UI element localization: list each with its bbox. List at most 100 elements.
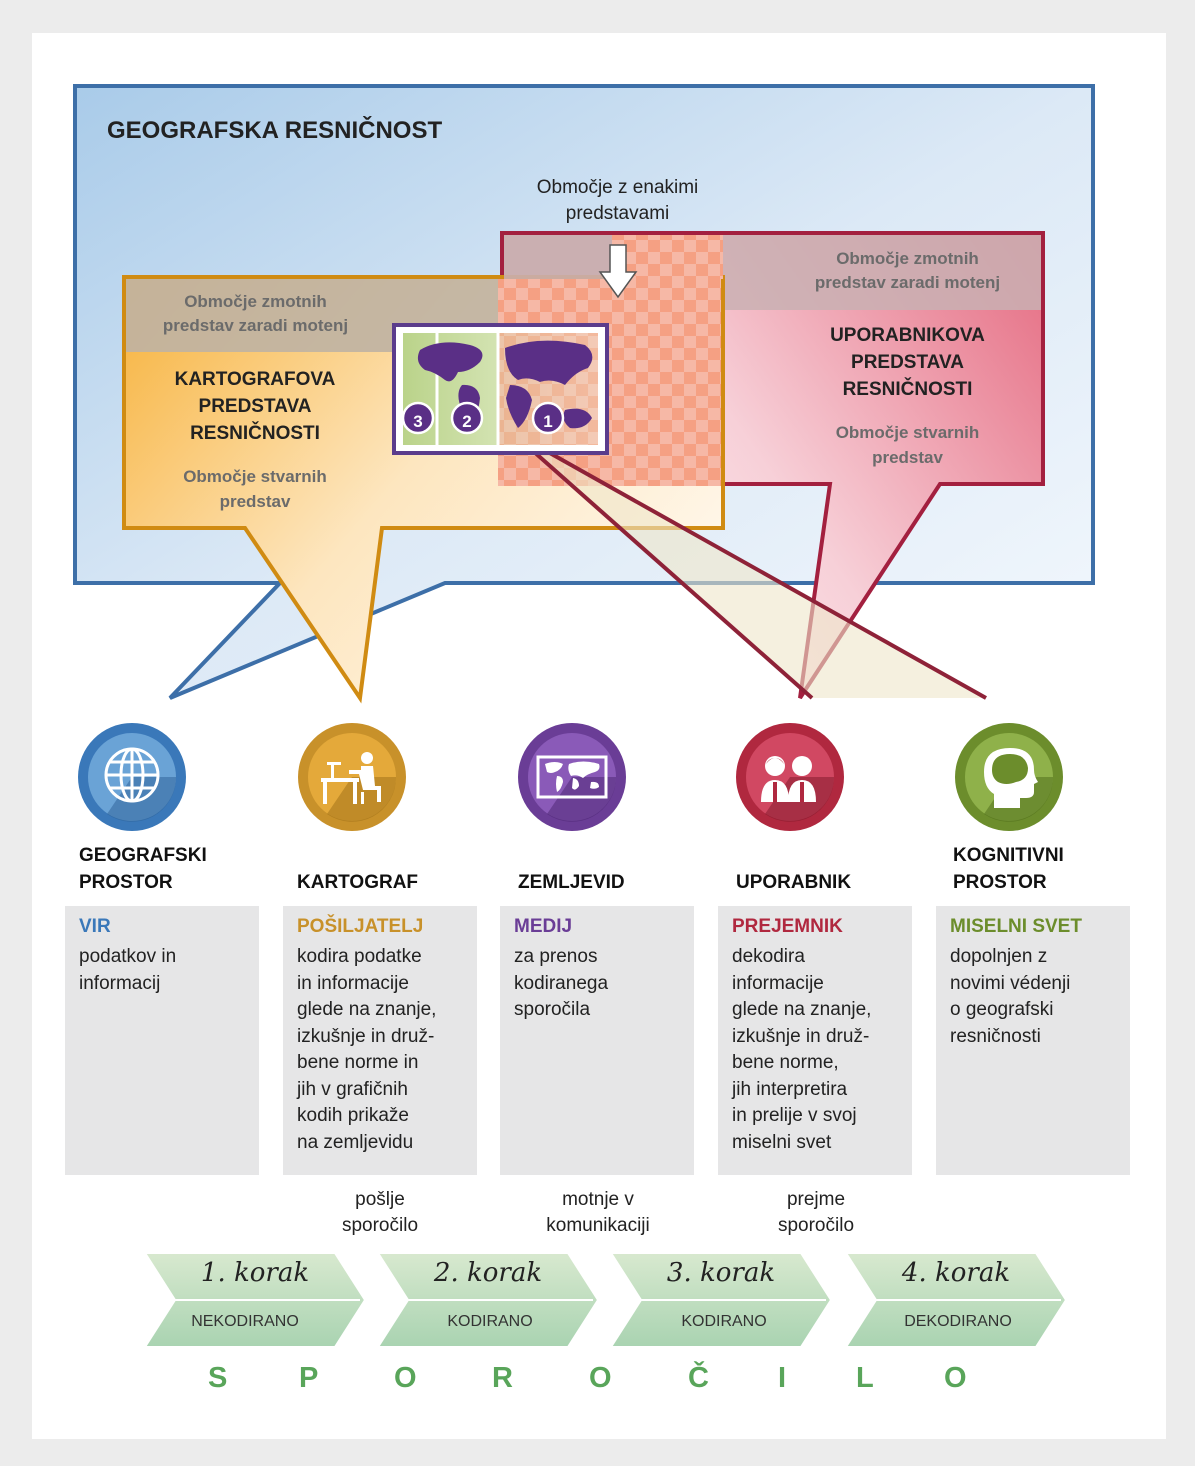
- step-2-label: 2. korak: [433, 1258, 543, 1288]
- blur-left-line-2: predstav zaradi motenj: [162, 316, 349, 335]
- rep-left-line-3: RESNIČNOSTI: [190, 423, 320, 444]
- message-letter: I: [778, 1362, 787, 1394]
- role-key-medium: MEDIJ: [514, 916, 573, 937]
- desc-line: bene norme in: [297, 1052, 419, 1073]
- desc-line: novimi védenji: [950, 972, 1071, 994]
- real-right-line-1: Območje stvarnih: [835, 423, 980, 442]
- role-desc-mental-world: dopolnjen z novimi védenji o geografski …: [950, 944, 1128, 1050]
- desc-line: kodih prikaže: [297, 1105, 409, 1126]
- desc-line: bene norme,: [732, 1052, 839, 1073]
- geographic-reality-title: GEOGRAFSKA RESNIČNOST: [107, 117, 443, 144]
- actor-heading-user: UPORABNIK: [736, 872, 852, 893]
- desc-line: informacij: [79, 972, 161, 994]
- actor-1-head-line-2: PROSTOR: [79, 872, 173, 893]
- desc-line: na zemljevidu: [297, 1131, 414, 1153]
- step-3-label: 3. korak: [666, 1258, 776, 1288]
- role-desc-receiver: dekodira informacije glede na znanje, iz…: [732, 944, 910, 1156]
- map-numbers: [401, 401, 565, 435]
- same-area-line-2: predstavami: [565, 203, 670, 224]
- role-desc-source: podatkov in informacij: [79, 944, 257, 997]
- desc-line: dopolnjen z: [950, 946, 1048, 967]
- desc-line: izkušnje in druž-: [297, 1025, 435, 1047]
- rep-left-line-1: KARTOGRAFOVA: [174, 369, 336, 390]
- desc-line: jih v grafičnih: [297, 1078, 408, 1100]
- desc-line: in prelije v svoj: [732, 1105, 857, 1126]
- world-continents: [417, 340, 593, 430]
- desc-line: o geografski: [950, 999, 1054, 1020]
- actor-heading-map: ZEMLJEVID: [518, 872, 625, 893]
- rep-right-line-1: UPORABNIKOVA: [830, 325, 985, 346]
- role-key-sender: POŠILJATELJ: [297, 916, 424, 937]
- user-representation-label: UPORABNIKOVA PREDSTAVA RESNIČNOSTI: [790, 322, 1025, 403]
- cartographer-representation-label: KARTOGRAFOVA PREDSTAVA RESNIČNOSTI: [140, 366, 370, 447]
- down-arrow-icon: [598, 244, 638, 299]
- map-number-1: 1: [543, 412, 552, 431]
- step-4-label: 4. korak: [901, 1258, 1011, 1288]
- note-line: pošlje: [355, 1189, 405, 1210]
- role-box-mental-world: MISELNI SVET dopolnjen z novimi védenji …: [936, 906, 1130, 1175]
- role-key-receiver: PREJEMNIK: [732, 916, 843, 937]
- step-1-label: 1. korak: [200, 1258, 310, 1288]
- note-sends-message: pošlje sporočilo: [300, 1187, 460, 1239]
- blur-right-line-1: Območje zmotnih: [836, 249, 979, 268]
- blur-right-line-2: predstav zaradi motenj: [814, 273, 1001, 292]
- actor-1-head-line-1: GEOGRAFSKI: [79, 845, 207, 866]
- message-letter: P: [299, 1362, 319, 1394]
- desc-line: resničnosti: [950, 1025, 1041, 1047]
- actor-5-head-line-2: PROSTOR: [953, 872, 1047, 893]
- same-area-line-1: Območje z enakimi: [536, 177, 699, 198]
- desc-line: kodira podatke: [297, 946, 422, 967]
- real-left-line-1: Območje stvarnih: [183, 467, 327, 486]
- message-letter: Č: [688, 1362, 709, 1394]
- user-real-label: Območje stvarnih predstav: [790, 420, 1025, 470]
- rep-right-line-3: RESNIČNOSTI: [842, 379, 973, 400]
- role-box-sender: POŠILJATELJ kodira podatke in informacij…: [283, 906, 477, 1175]
- note-line: sporočilo: [777, 1215, 855, 1236]
- step-4-state: DEKODIRANO: [904, 1313, 1012, 1330]
- role-box-medium: MEDIJ za prenos kodiranega sporočila: [500, 906, 694, 1175]
- message-letter: O: [394, 1362, 417, 1394]
- message-letter: L: [856, 1362, 874, 1394]
- note-line: sporočilo: [341, 1215, 419, 1236]
- cartographer-real-label: Območje stvarnih predstav: [140, 464, 370, 514]
- rep-right-line-2: PREDSTAVA: [851, 352, 964, 373]
- actor-heading-cartographer: KARTOGRAF: [297, 872, 419, 893]
- actor-heading-geographic-space: GEOGRAFSKI PROSTOR: [79, 842, 207, 896]
- role-desc-sender: kodira podatke in informacije glede na z…: [297, 944, 475, 1156]
- role-desc-medium: za prenos kodiranega sporočila: [514, 944, 692, 1024]
- map-number-2: 2: [462, 412, 471, 431]
- user-blur-label: Območje zmotnih predstav zaradi motenj: [780, 247, 1035, 295]
- world-map-icon: [518, 723, 626, 831]
- step-arrows: [143, 1252, 1068, 1348]
- cartographer-desk-icon: [298, 723, 406, 831]
- message-letter: R: [492, 1362, 513, 1394]
- step-2-state: KODIRANO: [447, 1313, 533, 1330]
- desc-line: dekodira: [732, 946, 805, 967]
- note-line: motnje v: [562, 1189, 634, 1210]
- desc-line: kodiranega: [514, 972, 609, 994]
- note-receives-message: prejme sporočilo: [736, 1187, 896, 1239]
- step-3-state: KODIRANO: [681, 1313, 767, 1330]
- role-key-mental-world: MISELNI SVET: [950, 916, 1082, 937]
- desc-line: izkušnje in druž-: [732, 1025, 870, 1047]
- desc-line: za prenos: [514, 946, 598, 967]
- desc-line: jih interpretira: [732, 1078, 848, 1100]
- step-1-state: NEKODIRANO: [191, 1313, 299, 1330]
- desc-line: podatkov in: [79, 946, 177, 967]
- desc-line: in informacije: [297, 972, 409, 994]
- role-box-source: VIR podatkov in informacij: [65, 906, 259, 1175]
- role-box-receiver: PREJEMNIK dekodira informacije glede na …: [718, 906, 912, 1175]
- real-right-line-2: predstav: [872, 448, 943, 467]
- role-key-source: VIR: [79, 916, 111, 937]
- real-left-line-2: predstav: [219, 492, 291, 511]
- same-representation-label: Območje z enakimi predstavami: [500, 175, 735, 227]
- cartographer-blur-label: Območje zmotnih predstav zaradi motenj: [128, 290, 383, 338]
- desc-line: glede na znanje,: [732, 999, 872, 1020]
- message-letter: O: [589, 1362, 612, 1394]
- message-letter: S: [208, 1362, 228, 1394]
- note-line: prejme: [786, 1189, 846, 1210]
- note-communication-noise: motnje v komunikaciji: [518, 1187, 678, 1239]
- actor-heading-cognitive-space: KOGNITIVNI PROSTOR: [953, 842, 1064, 896]
- users-icon: [736, 723, 844, 831]
